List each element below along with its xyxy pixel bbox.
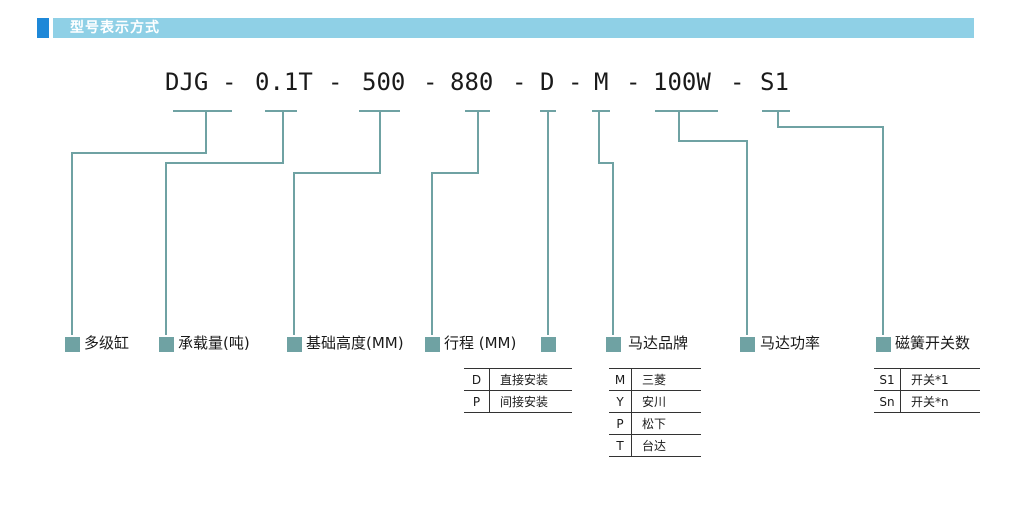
code-segment-power: 100W <box>653 68 711 96</box>
marker-series <box>65 337 80 352</box>
table-switch-options: S1 开关*1 Sn 开关*n <box>874 368 980 413</box>
option-key: M <box>609 368 632 391</box>
code-separator: - <box>730 68 745 96</box>
code-separator: - <box>423 68 438 96</box>
option-value: 开关*n <box>900 390 980 413</box>
table-row: Y 安川 <box>609 390 701 413</box>
code-segment-height: 500 <box>362 68 406 96</box>
option-key: T <box>609 434 632 457</box>
option-value: 直接安装 <box>489 368 572 391</box>
option-key: Y <box>609 390 632 413</box>
label-load-capacity: 承载量(吨) <box>178 334 250 352</box>
code-segment-stroke: 880 <box>450 68 494 96</box>
marker-mount <box>541 337 556 352</box>
leader-height <box>293 111 381 335</box>
code-segment-brand: M <box>594 68 609 96</box>
table-row: Sn 开关*n <box>874 390 980 413</box>
label-motor-power: 马达功率 <box>760 334 821 352</box>
leader-series <box>71 111 207 335</box>
option-value: 台达 <box>631 434 701 457</box>
code-separator: - <box>222 68 237 96</box>
option-key: Sn <box>874 390 901 413</box>
marker-brand <box>606 337 621 352</box>
leader-power <box>678 111 748 335</box>
leader-brand <box>598 111 614 335</box>
table-mount-options: D 直接安装 P 间接安装 <box>464 368 572 413</box>
code-segment-series: DJG <box>165 68 209 96</box>
table-row: P 松下 <box>609 412 701 435</box>
label-base-height: 基础高度(MM) <box>306 334 404 352</box>
header-bar <box>53 18 974 38</box>
table-row: S1 开关*1 <box>874 368 980 391</box>
marker-height <box>287 337 302 352</box>
option-key: S1 <box>874 368 901 391</box>
table-row: D 直接安装 <box>464 368 572 391</box>
label-multi-stage-cylinder: 多级缸 <box>84 334 130 352</box>
code-separator: - <box>512 68 527 96</box>
label-reed-switch-count: 磁簧开关数 <box>895 334 971 352</box>
marker-load <box>159 337 174 352</box>
label-motor-brand: 马达品牌 <box>628 334 689 352</box>
marker-power <box>740 337 755 352</box>
table-motor-brand-options: M 三菱 Y 安川 P 松下 T 台达 <box>609 368 701 457</box>
header-square-marker <box>37 18 49 38</box>
code-separator: - <box>328 68 343 96</box>
option-value: 三菱 <box>631 368 701 391</box>
leader-stroke <box>431 111 479 335</box>
table-row: P 间接安装 <box>464 390 572 413</box>
option-key: P <box>464 390 490 413</box>
marker-stroke <box>425 337 440 352</box>
option-key: P <box>609 412 632 435</box>
option-value: 松下 <box>631 412 701 435</box>
table-row: M 三菱 <box>609 368 701 391</box>
code-separator: - <box>626 68 641 96</box>
code-segment-mount: D <box>540 68 555 96</box>
code-separator: - <box>568 68 583 96</box>
code-segment-switch: S1 <box>760 68 789 96</box>
code-segment-load: 0.1T <box>255 68 313 96</box>
option-value: 间接安装 <box>489 390 572 413</box>
table-row: T 台达 <box>609 434 701 457</box>
label-stroke: 行程 (MM) <box>444 334 517 352</box>
option-value: 开关*1 <box>900 368 980 391</box>
leader-load <box>165 111 284 335</box>
option-key: D <box>464 368 490 391</box>
header-title: 型号表示方式 <box>70 20 160 36</box>
leader-switch <box>777 111 884 335</box>
marker-switch <box>876 337 891 352</box>
option-value: 安川 <box>631 390 701 413</box>
